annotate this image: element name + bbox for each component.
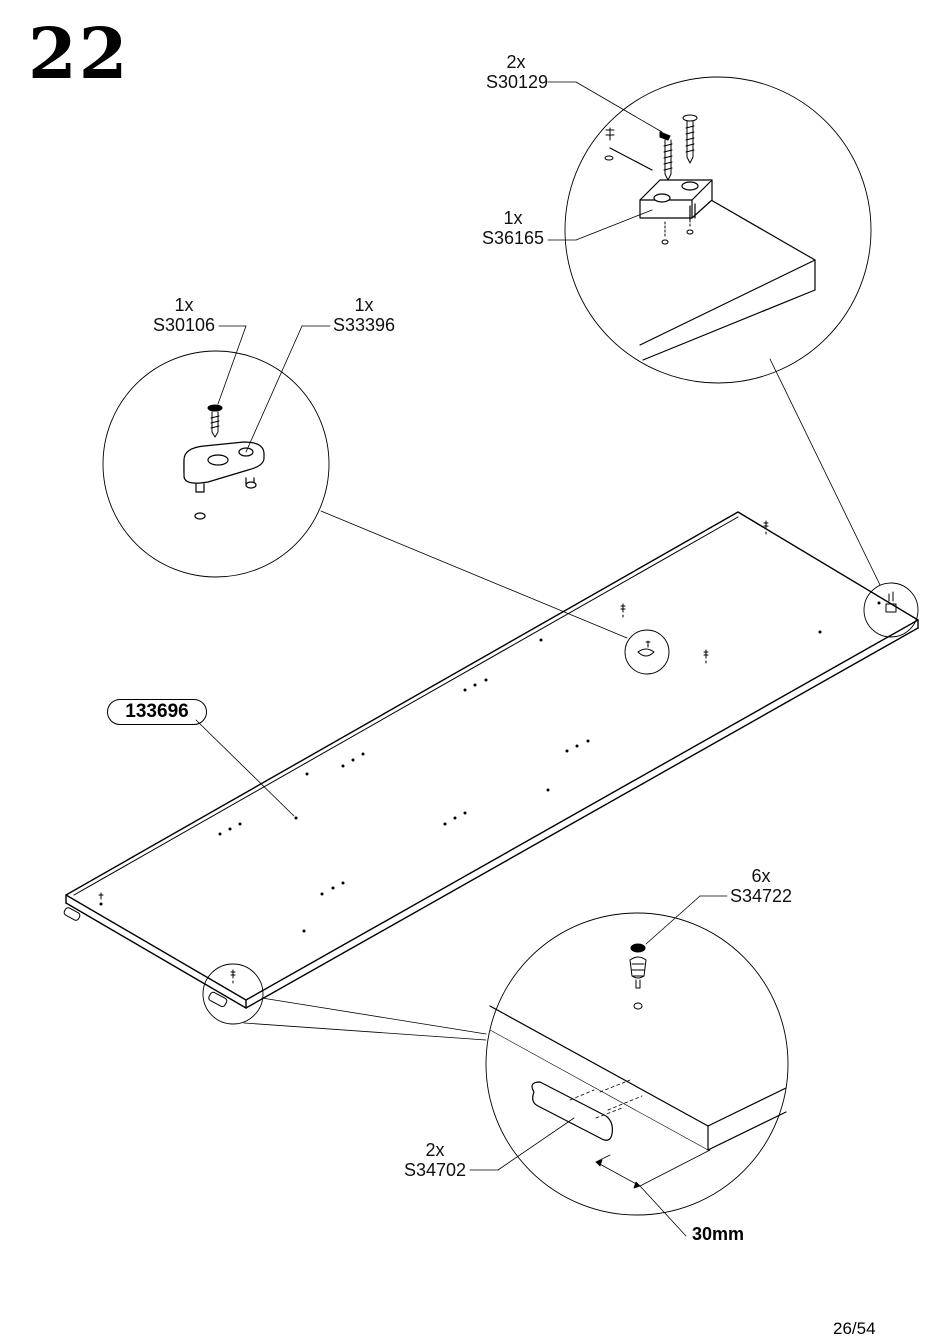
callout-s30106: 1x S30106	[150, 295, 218, 335]
screws-s30129	[604, 114, 698, 245]
callout-s36165: 1x S36165	[480, 208, 546, 248]
panel-part-number-badge: 133696	[107, 699, 207, 725]
callout-lines-left	[217, 325, 331, 453]
dowel-s34702	[531, 1079, 643, 1141]
qty-label: 6x	[751, 866, 771, 886]
board-holes	[99, 601, 881, 933]
callout-lines-top-right	[547, 81, 663, 241]
detail-circle-small-right	[863, 582, 919, 638]
qty-label: 1x	[503, 208, 523, 228]
screw-s30106	[207, 404, 223, 438]
leader-lines	[243, 358, 881, 1041]
dimension-30mm	[595, 1149, 711, 1237]
part-label: S34722	[729, 886, 793, 906]
callout-s34702: 2x S34702	[400, 1140, 470, 1180]
detail-circle-small-mid	[624, 629, 670, 675]
cam-bolt-s34722	[629, 943, 647, 1010]
corner-bracket-s36165	[639, 179, 713, 221]
qty-label: 2x	[425, 1140, 445, 1160]
part-number-leader	[195, 719, 295, 817]
part-label: S36165	[481, 228, 545, 248]
callout-lines-bottom-right	[469, 895, 728, 1171]
qty-label: 1x	[174, 295, 194, 315]
detail-circle-left	[102, 350, 330, 578]
board-panel	[65, 511, 919, 1009]
callout-s30129: 2x S30129	[486, 52, 549, 92]
step-number: 22	[28, 12, 130, 95]
part-label: S33396	[332, 315, 396, 335]
callout-s33396: 1x S33396	[330, 295, 398, 335]
furniture-connector-s33396	[183, 441, 265, 520]
end-connectors	[63, 907, 228, 1008]
part-label: S34702	[403, 1160, 467, 1180]
qty-label: 2x	[506, 52, 526, 72]
detail-circle-bottom-right	[485, 912, 789, 1216]
part-label: S30129	[486, 72, 549, 92]
detail-circle-small-left	[202, 963, 264, 1025]
page-number: 26/54	[833, 1319, 876, 1338]
board-screw-marks	[98, 520, 769, 984]
dimension-label: 30mm	[692, 1224, 745, 1244]
detail-circle-top-right	[564, 76, 872, 384]
qty-label: 1x	[354, 295, 374, 315]
mini-connector-mark	[637, 591, 897, 657]
part-label: S30106	[152, 315, 216, 335]
detail-board-corner-top	[609, 147, 816, 361]
detail-board-corner-bottom	[489, 1005, 787, 1151]
callout-s34722: 6x S34722	[727, 866, 795, 906]
